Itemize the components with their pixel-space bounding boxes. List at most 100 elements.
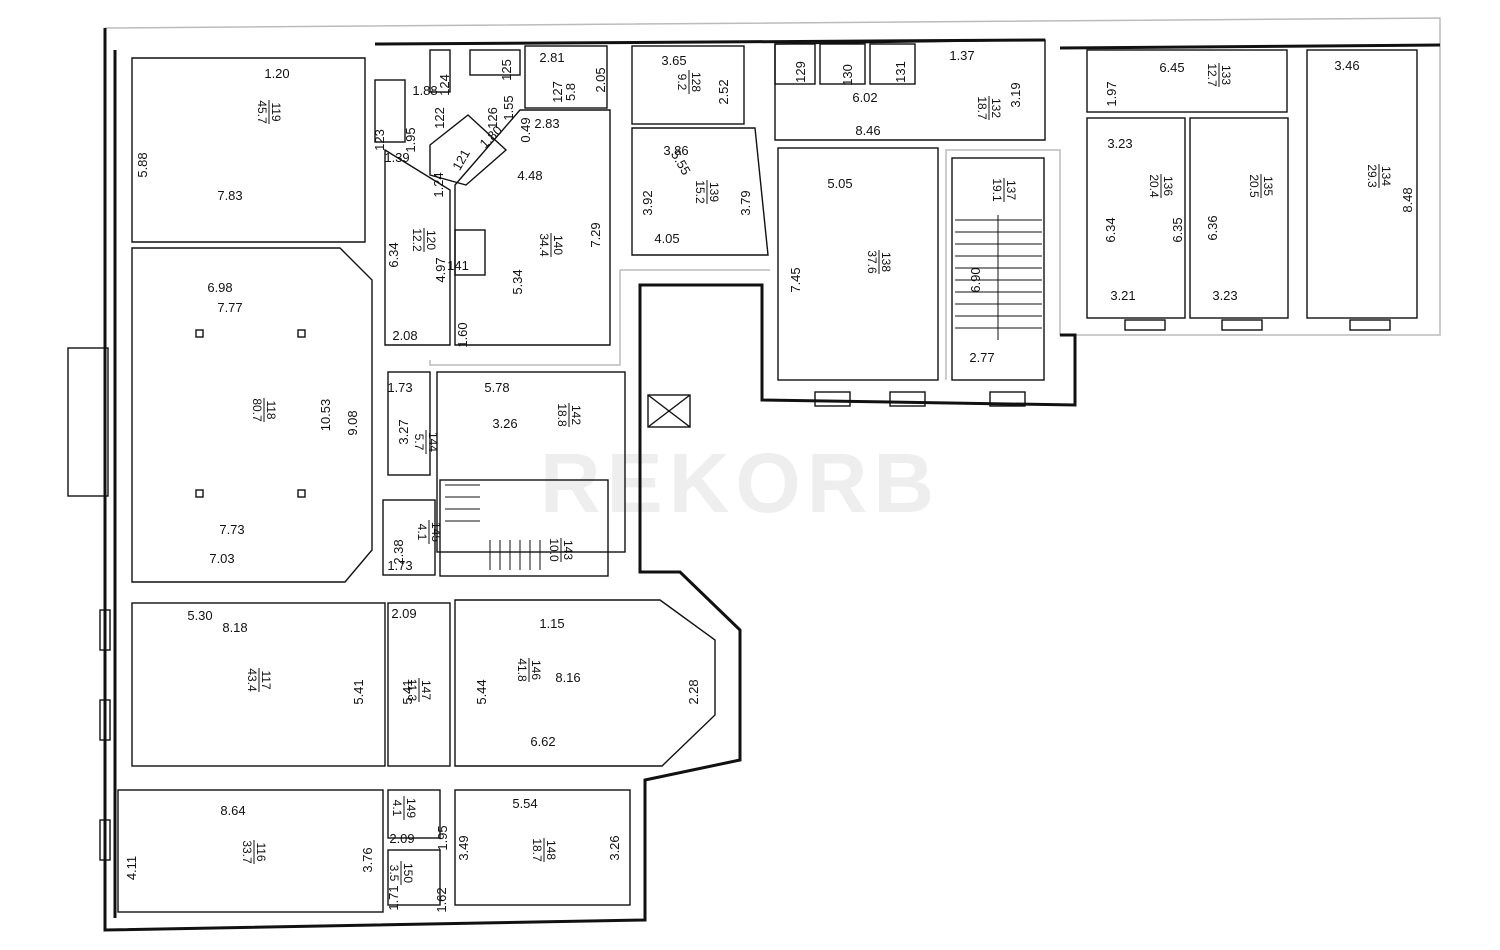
dimension-label-m-505: 5.05 <box>827 176 852 191</box>
dimension-label-m-326b: 3.26 <box>492 416 517 431</box>
dimension-label-m-392: 3.92 <box>640 190 655 215</box>
dimension-label-m-634a: 6.34 <box>386 242 401 267</box>
room-area: 15.2 <box>693 180 707 204</box>
dimension-label-m-160: 1.60 <box>455 322 470 347</box>
room-area: 20.4 <box>1147 174 1161 198</box>
room-number: 148 <box>544 840 558 860</box>
dimension-label-m-745: 7.45 <box>788 267 803 292</box>
dimension-label-m-729: 7.29 <box>588 222 603 247</box>
room-number: 146 <box>529 660 543 680</box>
dimension-label-m-386: 3.86 <box>663 143 688 158</box>
room-number: 136 <box>1161 176 1175 196</box>
room-area: 33.7 <box>240 840 254 864</box>
room-number: 143 <box>561 540 575 560</box>
dimension-label-m-555: 5.55 <box>668 148 694 177</box>
dimension-label-m-205: 2.05 <box>593 67 608 92</box>
room-area: 12.7 <box>1205 63 1219 87</box>
room-number: 149 <box>404 798 418 818</box>
room-area: 4.1 <box>390 800 404 817</box>
room-number: 139 <box>707 182 721 202</box>
dimension-label-m-252: 2.52 <box>716 79 731 104</box>
dimension-label-m-049: 0.49 <box>518 117 533 142</box>
dimension-label-m-122: 122 <box>432 107 447 129</box>
dimension-label-m-848: 8.48 <box>1400 187 1415 212</box>
dimension-label-m-188: 1.88 <box>412 83 437 98</box>
dimension-label-m-208: 2.08 <box>392 328 417 343</box>
dimension-label-m-228: 2.28 <box>686 679 701 704</box>
dimension-label-m-541a: 5.41 <box>351 679 366 704</box>
dimension-label-m-908: 9.08 <box>345 410 360 435</box>
dimension-label-m-58: 5.8 <box>563 83 578 101</box>
dimension-label-m-277: 2.77 <box>969 350 994 365</box>
room-area: 11.3 <box>405 679 419 702</box>
room-number: 133 <box>1219 65 1233 85</box>
dimension-label-m-139: 1.39 <box>384 150 409 165</box>
dimension-label-m-173a: 1.73 <box>387 380 412 395</box>
room-number: 150 <box>401 863 415 883</box>
room-number: 117 <box>259 670 273 689</box>
room-area: 80.7 <box>250 398 264 422</box>
dimension-label-m-195b: 1.95 <box>435 825 450 850</box>
dimension-label-m-698: 6.98 <box>207 280 232 295</box>
dimension-label-m-323a: 3.23 <box>1107 136 1132 151</box>
dimension-label-m-635: 6.35 <box>1170 217 1185 242</box>
dimension-label-m-126: 126 <box>485 107 500 129</box>
dimension-label-m-645: 6.45 <box>1159 60 1184 75</box>
dimension-label-m-530: 5.30 <box>187 608 212 623</box>
site-outline <box>104 17 1441 380</box>
dimension-label-m-777: 7.77 <box>217 300 242 315</box>
dimension-label-m-238: 2.38 <box>391 539 406 564</box>
dimension-labels: 1.205.887.836.987.7710.537.737.035.308.1… <box>124 48 1415 913</box>
dimension-label-m-346: 3.46 <box>1334 58 1359 73</box>
room-number: 132 <box>989 98 1003 118</box>
dimension-label-m-864: 8.64 <box>220 803 245 818</box>
dimension-label-m-120: 1.20 <box>264 66 289 81</box>
dimension-label-m-131: 131 <box>893 61 908 83</box>
dimension-label-m-379: 3.79 <box>738 190 753 215</box>
room-number: 118 <box>264 400 278 419</box>
dimension-label-m-846: 8.46 <box>855 123 880 138</box>
column-markers <box>195 329 306 498</box>
dimension-label-m-125: 125 <box>499 59 514 81</box>
room-number: 119 <box>269 102 283 121</box>
dimension-label-m-497: 4.97 <box>433 257 448 282</box>
room-area: 19.1 <box>990 178 1004 202</box>
room-area: 43.4 <box>245 668 259 692</box>
dimension-label-m-141: 141 <box>447 258 469 273</box>
dimension-label-m-349: 3.49 <box>456 835 471 860</box>
dimension-label-m-634b: 6.34 <box>1103 217 1118 242</box>
room-number: 145 <box>429 522 443 542</box>
dimension-label-m-578: 5.78 <box>484 380 509 395</box>
dimension-label-m-783: 7.83 <box>217 188 242 203</box>
exterior-walls <box>67 28 1441 932</box>
dimension-label-m-534: 5.34 <box>510 269 525 294</box>
dimension-label-m-130: 130 <box>840 64 855 86</box>
dimension-label-m-690: 6.90 <box>968 267 983 292</box>
dimension-label-m-1053: 10.53 <box>318 399 333 432</box>
room-area: 12.2 <box>410 228 424 252</box>
dimension-label-m-448: 4.48 <box>517 168 542 183</box>
room-area: 3.5 <box>387 865 401 882</box>
room-area: 9.2 <box>675 74 689 91</box>
room-area: 18.8 <box>555 403 569 427</box>
dimension-label-m-209b: 2.09 <box>389 831 414 846</box>
dimension-label-m-129: 129 <box>793 61 808 83</box>
dimension-label-m-162: 1.62 <box>434 887 449 912</box>
room-area: 41.8 <box>515 658 529 682</box>
room-number: 147 <box>419 680 433 700</box>
dimension-label-m-171: 1.71 <box>386 885 401 910</box>
room-number: 140 <box>551 235 565 255</box>
